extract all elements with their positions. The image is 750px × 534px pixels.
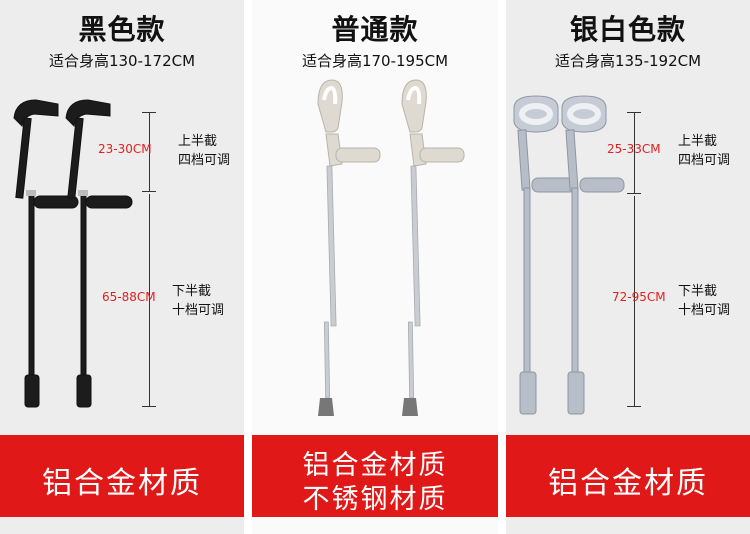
silver-crutches-image bbox=[513, 95, 625, 415]
material-text: 铝合金材质 bbox=[548, 466, 708, 501]
panel-title: 黑色款 bbox=[78, 13, 166, 46]
height-range: 适合身高135-192CM bbox=[554, 52, 702, 70]
upper-measure-line bbox=[149, 112, 150, 192]
upper-note-line1: 上半截 bbox=[178, 134, 218, 149]
lower-note-line2: 十档可调 bbox=[172, 303, 225, 318]
upper-measure-line bbox=[634, 112, 635, 194]
upper-note: 上半截 四档可调 bbox=[678, 132, 730, 170]
height-range: 适合身高170-195CM bbox=[301, 52, 449, 70]
panel-standard: 普通款 适合身高170-195CM bbox=[252, 0, 498, 534]
upper-range-label: 23-30CM bbox=[98, 142, 152, 156]
lower-measure-line bbox=[634, 196, 635, 407]
lower-range-label: 72-95CM bbox=[612, 290, 666, 304]
panel-title: 普通款 bbox=[331, 13, 419, 46]
material-text-line1: 铝合金材质 bbox=[302, 450, 448, 481]
lower-note-line2: 十档可调 bbox=[678, 303, 731, 318]
material-banner: 铝合金材质 bbox=[506, 435, 750, 517]
lower-measure-line bbox=[149, 194, 150, 407]
measure-tick bbox=[627, 112, 641, 113]
lower-note-line1: 下半截 bbox=[172, 284, 212, 299]
panel-black: 黑色款 适合身高130-172CM bbox=[0, 0, 244, 534]
measure-tick bbox=[627, 406, 641, 407]
lower-range-label: 65-88CM bbox=[102, 290, 156, 304]
measure-tick bbox=[142, 406, 156, 407]
height-range: 适合身高130-172CM bbox=[48, 52, 196, 70]
measure-tick bbox=[142, 191, 156, 192]
measure-tick bbox=[627, 193, 641, 194]
upper-note: 上半截 四档可调 bbox=[178, 132, 230, 170]
upper-range-label: 25-33CM bbox=[607, 142, 661, 156]
material-banner: 铝合金材质 不锈钢材质 bbox=[252, 435, 498, 517]
black-crutches-image bbox=[13, 99, 133, 408]
panel-silver: 银白色款 适合身高135-192CM bbox=[506, 0, 750, 534]
material-text-line2: 不锈钢材质 bbox=[302, 484, 448, 515]
panel-title: 银白色款 bbox=[569, 13, 686, 46]
material-banner: 铝合金材质 bbox=[0, 435, 244, 517]
lower-note: 下半截 十档可调 bbox=[172, 282, 224, 320]
lower-note: 下半截 十档可调 bbox=[678, 282, 730, 320]
upper-note-line1: 上半截 bbox=[678, 134, 718, 149]
measure-tick bbox=[142, 112, 156, 113]
upper-note-line2: 四档可调 bbox=[178, 153, 231, 168]
material-text: 铝合金材质 bbox=[42, 466, 202, 501]
lower-note-line1: 下半截 bbox=[678, 284, 718, 299]
standard-crutches-image bbox=[317, 79, 465, 416]
upper-note-line2: 四档可调 bbox=[678, 153, 731, 168]
